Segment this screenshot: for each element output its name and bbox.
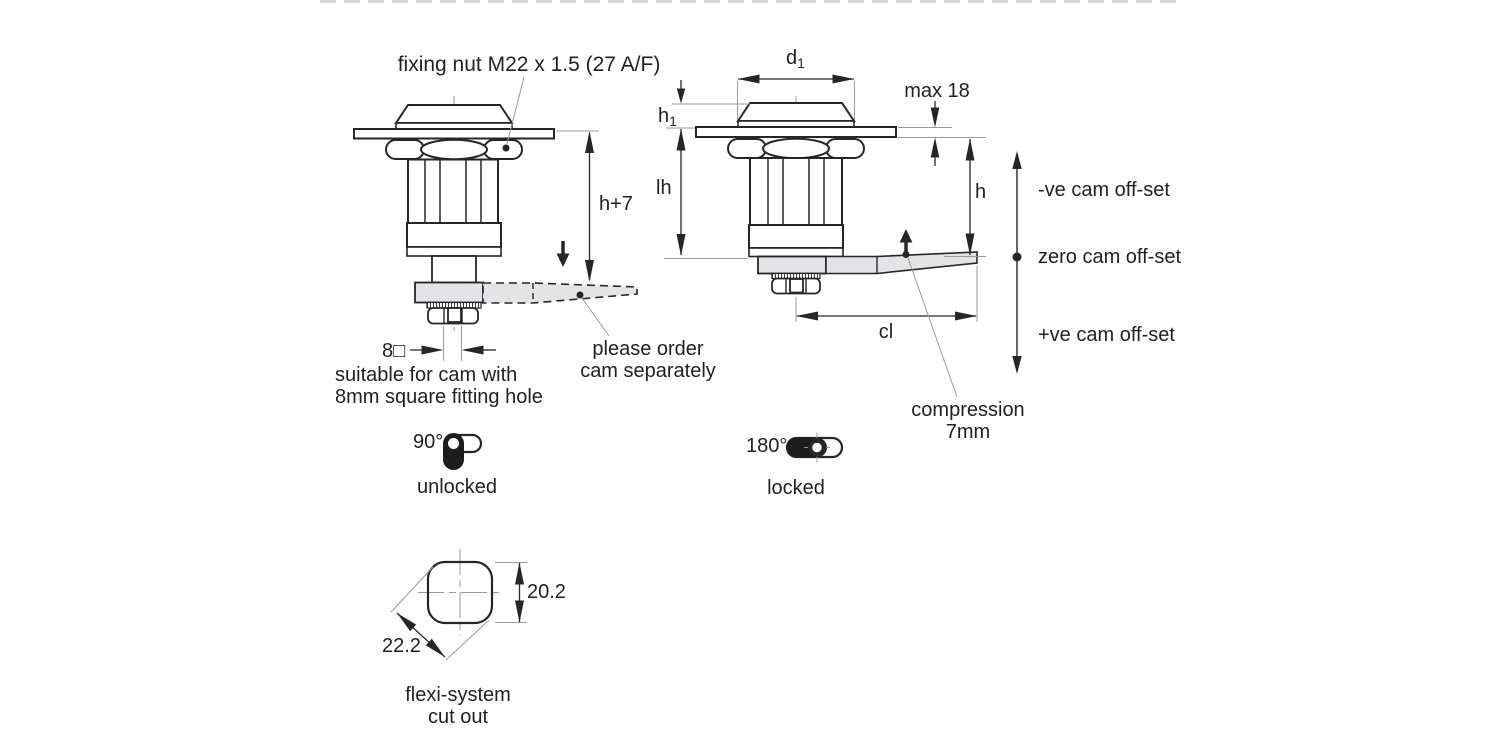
square-spigot: [789, 278, 804, 294]
unlocked-key-icon: [443, 433, 483, 470]
dim-lh: lh: [656, 177, 672, 199]
unlocked-label: unlocked: [416, 476, 498, 498]
nut-lobe-right: [825, 138, 865, 159]
cam-offset-legend-arrow: [1012, 151, 1022, 374]
right-view-dimensions: [664, 74, 986, 398]
page-crop-edge: [320, 0, 1180, 3]
locked-angle: 180°: [746, 435, 788, 457]
cam-hub: [414, 281, 484, 304]
left-view-dimensions: [410, 76, 610, 361]
press-arrow-head: [556, 253, 570, 267]
fixing-nut-label: fixing nut M22 x 1.5 (27 A/F): [397, 53, 661, 76]
dim-8-square: 8□: [382, 340, 406, 362]
nut-lobe-center: [762, 137, 830, 160]
dim-h1-main: h: [658, 105, 670, 127]
nut-lobe-center: [420, 138, 488, 161]
spline-lines: [424, 159, 482, 223]
nut-lobe-left: [385, 139, 425, 160]
cam-suitability-line2: 8mm square fitting hole: [335, 386, 543, 408]
flexi-cutout-drawing: [390, 549, 527, 661]
compression-line2: 7mm: [945, 421, 991, 443]
collar: [748, 224, 844, 249]
travel-arrow-head: [899, 229, 913, 243]
flexi-caption-line2: cut out: [427, 706, 489, 728]
nut-lobe-left: [727, 138, 767, 159]
locked-key-icon: [785, 432, 844, 463]
cam-dashed: [482, 282, 638, 304]
dim-h-plus-7: h+7: [599, 193, 633, 215]
dim-d1: d1: [786, 47, 805, 71]
panel: [695, 126, 897, 138]
head-cap: [736, 102, 856, 122]
dim-h1: h1: [658, 105, 677, 129]
dim-d1-main: d: [786, 47, 798, 69]
zero-offset-dot: [1012, 252, 1022, 262]
collar: [406, 222, 502, 248]
dim-22-2: 22.2: [382, 635, 421, 657]
offset-positive-label: +ve cam off-set: [1038, 324, 1175, 346]
panel: [353, 128, 555, 140]
compression-note: compression 7mm: [911, 399, 1024, 443]
shaft: [431, 255, 477, 284]
cam-suitability-line1: suitable for cam with: [335, 364, 518, 386]
dim-cl: cl: [878, 321, 894, 343]
left-latch-view: [353, 96, 638, 332]
cam-fitted: [825, 251, 978, 275]
order-cam-line2: cam separately: [580, 360, 716, 382]
unlocked-angle: 90°: [413, 431, 444, 453]
flexi-cutout-caption: flexi-system cut out: [405, 684, 511, 728]
flexi-caption-line1: flexi-system: [405, 684, 511, 706]
order-cam-line1: please order: [592, 338, 704, 360]
collar-band: [748, 247, 844, 258]
dim-max-18: max 18: [904, 80, 970, 102]
cam-suitability-note: suitable for cam with 8mm square fitting…: [335, 364, 543, 408]
offset-zero-label: zero cam off-set: [1038, 246, 1182, 268]
splined-body: [407, 158, 499, 224]
dim-h: h: [975, 181, 987, 203]
spline-lines: [767, 158, 825, 225]
collar-band: [406, 246, 502, 257]
splined-body: [749, 157, 843, 226]
compression-line1: compression: [911, 399, 1025, 421]
dim-d1-sub: 1: [797, 55, 805, 71]
cutout-shape: [426, 560, 494, 625]
right-latch-view: [695, 96, 978, 312]
square-spigot: [447, 307, 462, 323]
locked-label: locked: [767, 477, 825, 499]
dim-h1-sub: 1: [669, 113, 677, 129]
order-cam-note: please order cam separately: [580, 338, 716, 382]
cam-hub: [757, 255, 827, 275]
offset-negative-label: -ve cam off-set: [1038, 179, 1170, 201]
head-cap: [394, 104, 514, 124]
dim-20-2: 20.2: [527, 581, 566, 603]
